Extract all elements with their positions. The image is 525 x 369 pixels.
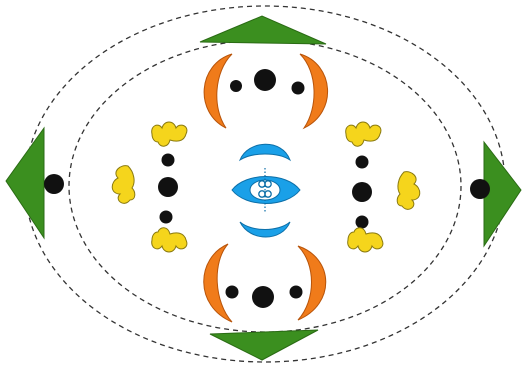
left-dot-lower — [160, 211, 173, 224]
blue-crescent-bottom — [240, 222, 290, 237]
yellow-trefoil-right-top — [346, 122, 381, 146]
green-arrow-right — [484, 142, 521, 246]
left-dot-middle — [158, 177, 178, 197]
top-dot-large — [254, 69, 276, 91]
yellow-trefoil-left-middle — [112, 166, 135, 204]
orange-crescent-top-right — [300, 54, 328, 128]
orange-crescent-bottom-left — [204, 244, 232, 322]
bottom-dot-small-right — [290, 286, 303, 299]
green-arrow-top — [200, 16, 326, 44]
left-dot-upper — [162, 154, 175, 167]
orange-crescent-top-left — [204, 54, 232, 128]
bottom-dot-small-left — [226, 286, 239, 299]
right-ring-dot — [470, 179, 490, 199]
right-dot-lower — [356, 216, 369, 229]
yellow-trefoil-right-middle — [397, 172, 420, 210]
top-dot-small-right — [292, 82, 305, 95]
top-dot-small-left — [230, 80, 242, 92]
yellow-trefoil-right-bottom — [348, 228, 383, 252]
right-dot-upper — [356, 156, 369, 169]
right-dot-middle — [352, 182, 372, 202]
left-ring-dot — [44, 174, 64, 194]
green-arrow-bottom — [210, 330, 318, 360]
orange-crescent-bottom-right — [298, 246, 326, 320]
blue-crescent-top — [240, 144, 290, 160]
yellow-trefoil-left-top — [152, 122, 187, 146]
green-arrow-left — [6, 128, 44, 238]
yellow-trefoil-left-bottom — [152, 228, 187, 252]
bottom-dot-large — [252, 286, 274, 308]
